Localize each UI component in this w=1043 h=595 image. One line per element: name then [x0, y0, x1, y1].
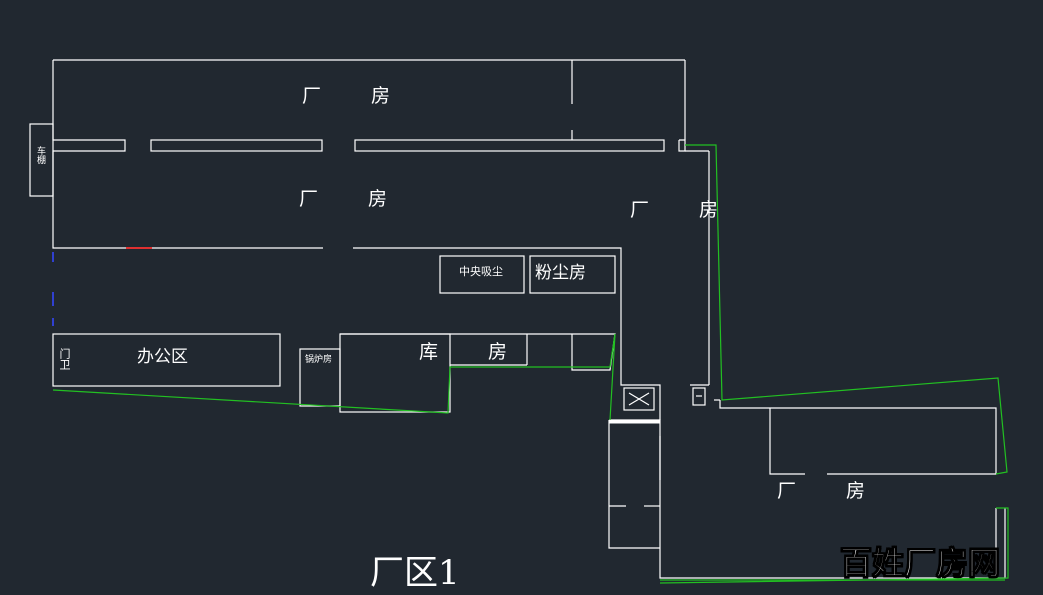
room-label-central-vacuum: 中央吸尘 [459, 265, 503, 278]
drawing-title: 厂区1 [370, 553, 460, 593]
room-label-gate: 门卫 [58, 348, 71, 370]
room-label-workshop-top: 厂 房 [302, 85, 413, 107]
markers [52, 247, 152, 326]
room-label-side-room: 车棚 [35, 146, 45, 164]
walls [29, 59, 1006, 579]
watermark: 百姓厂房网 [839, 544, 1001, 582]
room-label-workshop-middle: 厂 房 [299, 188, 410, 210]
room-label-boiler-room: 锅炉房 [305, 355, 333, 365]
room-label-dust-room: 粉尘房 [535, 263, 586, 283]
room-label-workshop-right: 厂 房 [630, 199, 741, 221]
room-label-office: 办公区 [137, 347, 188, 367]
room-label-workshop-bottom-right: 厂 房 [777, 480, 888, 502]
site-boundary [52, 144, 1009, 584]
room-label-warehouse: 库 房 [419, 341, 530, 363]
